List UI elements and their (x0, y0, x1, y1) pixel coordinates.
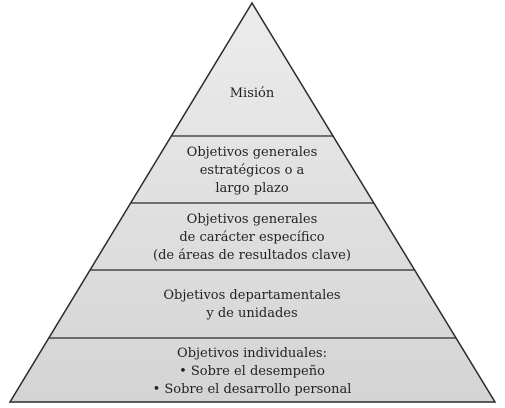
level-individuales-line-3: • Sobre el desarrollo personal (153, 382, 352, 397)
level-estrategicos-line-1: Objetivos generales (187, 145, 318, 160)
level-mision-line-1: Misión (230, 86, 275, 101)
level-especificos-line-2: de carácter específico (179, 230, 324, 245)
level-objetivos-estrategicos: Objetivos generales estratégicos o a lar… (187, 145, 318, 196)
level-mision: Misión (230, 86, 275, 101)
level-departamentales-line-2: y de unidades (205, 306, 297, 321)
level-objetivos-departamentales: Objetivos departamentales y de unidades (163, 288, 340, 321)
level-especificos-line-1: Objetivos generales (187, 212, 318, 227)
level-dividers (48, 135, 457, 339)
level-especificos-line-3: (de áreas de resultados clave) (153, 248, 351, 263)
level-individuales-line-2: • Sobre el desempeño (179, 364, 325, 379)
level-objetivos-individuales: Objetivos individuales: • Sobre el desem… (153, 346, 352, 397)
level-departamentales-line-1: Objetivos departamentales (163, 288, 340, 303)
level-estrategicos-line-3: largo plazo (215, 181, 288, 196)
level-individuales-line-1: Objetivos individuales: (177, 346, 327, 361)
level-objetivos-especificos: Objetivos generales de carácter específi… (153, 212, 351, 263)
level-estrategicos-line-2: estratégicos o a (200, 163, 305, 178)
